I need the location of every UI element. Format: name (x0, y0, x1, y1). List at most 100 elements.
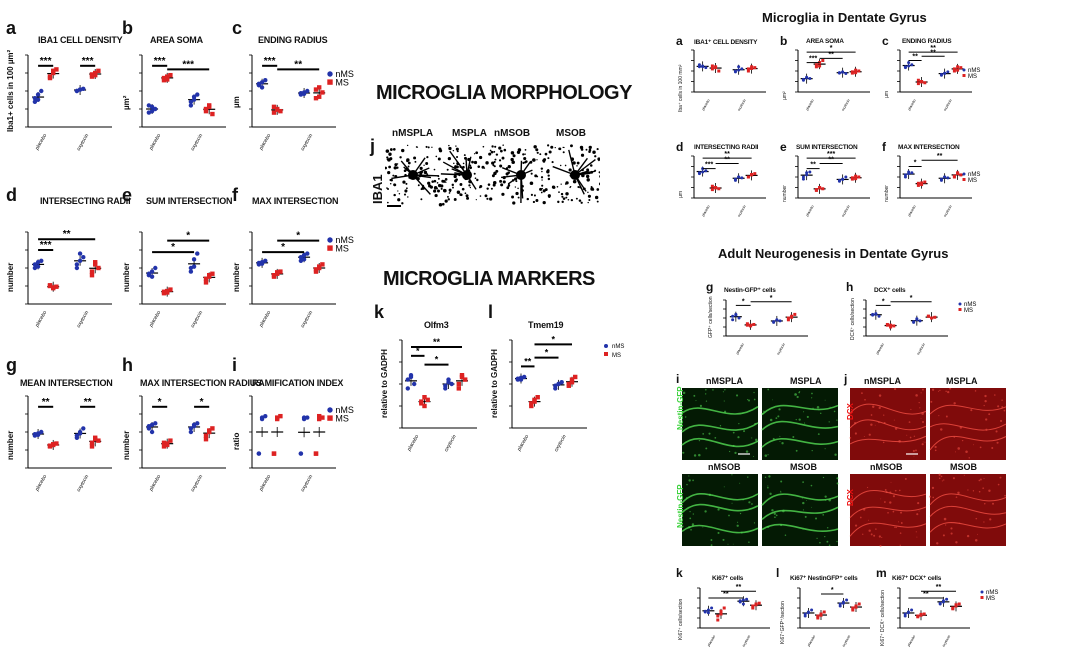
panel-i-point (256, 451, 262, 456)
fluor-mspla-gfp-speck (824, 399, 826, 401)
right-f-point (916, 181, 920, 185)
right-legend-f-ms-marker (962, 178, 966, 181)
fluor-mspla-gfp-band (761, 404, 839, 416)
right-h-point (889, 323, 893, 327)
fluor-nmspla-dcx-speck (893, 419, 895, 421)
panel-l-sig-label: * (545, 348, 549, 358)
panel-h-point (203, 437, 209, 442)
panel-f-point (317, 264, 322, 269)
fluor-nmspla-gfp-band (681, 422, 759, 433)
panel-d-sig-label: *** (40, 240, 52, 251)
fluor-msob-dcx-speck (983, 521, 985, 523)
fluor-msob-dcx-speck (978, 479, 981, 482)
fluor-mspla-dcx-speck (940, 428, 943, 431)
panel-d-point (32, 262, 38, 267)
fluor-nmsob-dcx-speck (899, 489, 901, 492)
panel-h-point (210, 426, 215, 431)
panel-b-point (188, 103, 194, 108)
fluor-mspla-dcx-speck (930, 400, 933, 403)
right-l-point (851, 606, 855, 610)
panel-g-letter: g (6, 355, 17, 375)
fluor-mspla-dcx-speck (938, 415, 940, 417)
right-b-point (850, 70, 854, 74)
right-k-point (754, 603, 758, 607)
fluor-mspla-gfp-speck (771, 399, 773, 401)
right-e-point (808, 170, 812, 174)
panel-e-point (191, 257, 197, 262)
panel-a-point (32, 99, 38, 105)
fluor-msob-gfp-speck (802, 528, 804, 530)
right-f-point (939, 178, 943, 182)
right-f-point (916, 183, 920, 187)
j-label-nmsob: nMSOB (870, 462, 903, 472)
fluor-msob-gfp-speck (836, 482, 839, 485)
right-h-point (933, 315, 937, 319)
fluor-msob-gfp-speck (779, 490, 781, 492)
fluor-nmspla-gfp-speck (748, 399, 751, 402)
fluor-msob-gfp-speck (768, 475, 771, 478)
microglia-images (385, 144, 600, 207)
fluor-mspla-dcx-speck (931, 388, 935, 391)
panel-b-point (203, 106, 209, 112)
panel-k-point (419, 401, 424, 406)
panel-d-point (96, 265, 101, 271)
panel-d-title: INTERSECTING RADII (40, 196, 131, 206)
panel-h-xtick-label: placebo (148, 474, 163, 493)
right-h-point (889, 325, 893, 329)
right-b-point (821, 59, 825, 62)
i-label-msob: MSOB (790, 462, 817, 472)
right-m-xtick-label: placebo (906, 634, 916, 648)
right-f-sig-label: * (914, 160, 917, 167)
panel-e-point (210, 271, 215, 276)
fluor-mspla-gfp-speck (806, 415, 809, 419)
panel-c-sig-label: ** (294, 59, 302, 70)
fluor-nmsob-gfp-speck (692, 525, 693, 526)
fluor-nmspla-dcx-speck (883, 414, 885, 416)
right-legend-f-nms-marker (962, 172, 966, 176)
panel-l-xtick-label: oxytocin (553, 434, 567, 453)
fluor-msob-gfp-speck (773, 512, 776, 515)
right-g-sig-label: * (770, 295, 773, 302)
fluor-nmspla-dcx-speck (870, 423, 873, 426)
right-h-xtick-label: placebo (875, 342, 885, 356)
right-b-letter: b (780, 34, 788, 48)
right-k-point (751, 606, 755, 610)
fluor-mspla-dcx-speck (974, 390, 977, 392)
fluor-msob-gfp-speck (805, 499, 807, 501)
fluor-nmsob-gfp-speck (742, 498, 744, 501)
right-k-sig-label: ** (723, 591, 729, 598)
right-h-xtick-label: oxytocin (916, 342, 926, 355)
fluor-mspla-gfp-speck (812, 407, 814, 409)
fluor-msob-dcx-speck (967, 489, 969, 491)
fluor-msob-dcx-speck (999, 476, 1002, 479)
right-g-title: Nestin-GFP⁺ cells (724, 287, 776, 294)
fluor-nmspla-dcx-speck (921, 443, 924, 446)
right-g-point (734, 313, 738, 317)
panel-e-xtick-label: oxytocin (190, 310, 204, 329)
right-m-sig-label: ** (936, 584, 942, 591)
fluor-msob-dcx-speck (929, 495, 932, 498)
fluor-nmspla-gfp-speck (684, 416, 687, 418)
micro-label-nmspla: nMSPLA (392, 128, 434, 139)
right-f-point (943, 175, 947, 179)
panel-d-point (47, 283, 53, 288)
iba1-side-label: IBA1 (370, 174, 385, 204)
fluor-mspla-gfp-speck (796, 395, 799, 399)
fluor-nmsob-gfp-speck (722, 538, 725, 541)
mid-legend-ms: MS (612, 353, 621, 359)
fluor-nmsob-dcx-speck (884, 489, 887, 491)
right-k-point (741, 602, 745, 606)
fluor-nmspla-gfp-band (681, 437, 759, 448)
fluor-nmsob-dcx-speck (890, 481, 892, 483)
right-m-point (957, 602, 961, 606)
fluor-nmspla-gfp-speck (735, 394, 739, 397)
fluor-mspla-gfp-speck (811, 397, 813, 399)
fluor-nmsob-dcx-speck (862, 508, 866, 511)
fluor-nmspla-gfp-speck (724, 389, 726, 391)
right-a-title: IBA1⁺ CELL DENSITY (694, 39, 758, 46)
fluor-nmsob-dcx-speck (917, 502, 920, 505)
fluor-nmsob-gfp-speck (688, 475, 690, 477)
panel-c-point (263, 78, 268, 83)
right-l-point (806, 611, 810, 615)
fluor-mspla-gfp-speck (817, 433, 820, 435)
